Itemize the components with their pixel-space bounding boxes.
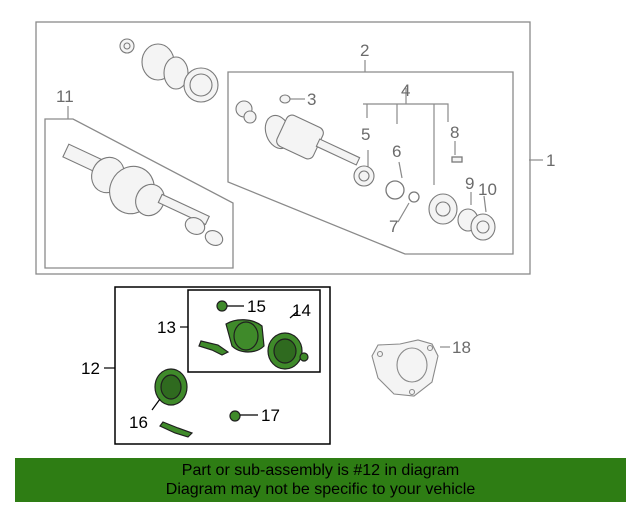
banner-line-1: Part or sub-assembly is #12 in diagram xyxy=(181,462,460,479)
callout-7: 7 xyxy=(389,217,398,236)
part-18-housing xyxy=(371,339,439,397)
part-13-band xyxy=(198,340,230,356)
banner-line-2: Diagram may not be specific to your vehi… xyxy=(165,481,476,498)
callout-lines xyxy=(67,60,543,348)
outboard-boot-group xyxy=(119,38,219,103)
part-17-clamp xyxy=(229,410,241,422)
part-2-inner-joint xyxy=(235,100,375,187)
callout-10: 10 xyxy=(478,180,497,199)
callout-9: 9 xyxy=(465,174,474,193)
part-15-clamp xyxy=(216,300,228,312)
parts-6-7-8 xyxy=(385,156,463,203)
callout-4: 4 xyxy=(401,81,410,100)
subassembly-12-frame xyxy=(114,286,331,445)
callout-11: 11 xyxy=(56,87,74,106)
callout-16: 16 xyxy=(129,413,148,432)
callout-17: 17 xyxy=(261,406,280,425)
callout-14: 14 xyxy=(292,301,311,320)
callout-8: 8 xyxy=(450,123,459,142)
callout-18: 18 xyxy=(452,338,471,357)
callout-3: 3 xyxy=(307,90,316,109)
highlight-callout-lines xyxy=(151,305,299,416)
subassembly-13-frame xyxy=(187,289,321,373)
part-11-drive-shaft xyxy=(62,143,224,246)
callout-12: 12 xyxy=(81,359,100,378)
highlighted-parts xyxy=(154,300,309,438)
callout-13: 13 xyxy=(157,318,176,337)
part-3-clip xyxy=(279,94,291,104)
callout-1: 1 xyxy=(546,151,555,170)
subassembly-2-frame xyxy=(227,71,514,255)
callout-15: 15 xyxy=(247,297,266,316)
callout-6: 6 xyxy=(392,142,401,161)
callout-5: 5 xyxy=(361,125,370,144)
callout-2: 2 xyxy=(360,41,369,60)
part-16-band xyxy=(159,421,194,438)
parts-9-10-housing xyxy=(428,193,496,241)
assembly-frame xyxy=(35,21,531,275)
info-banner: Part or sub-assembly is #12 in diagram D… xyxy=(15,458,626,502)
